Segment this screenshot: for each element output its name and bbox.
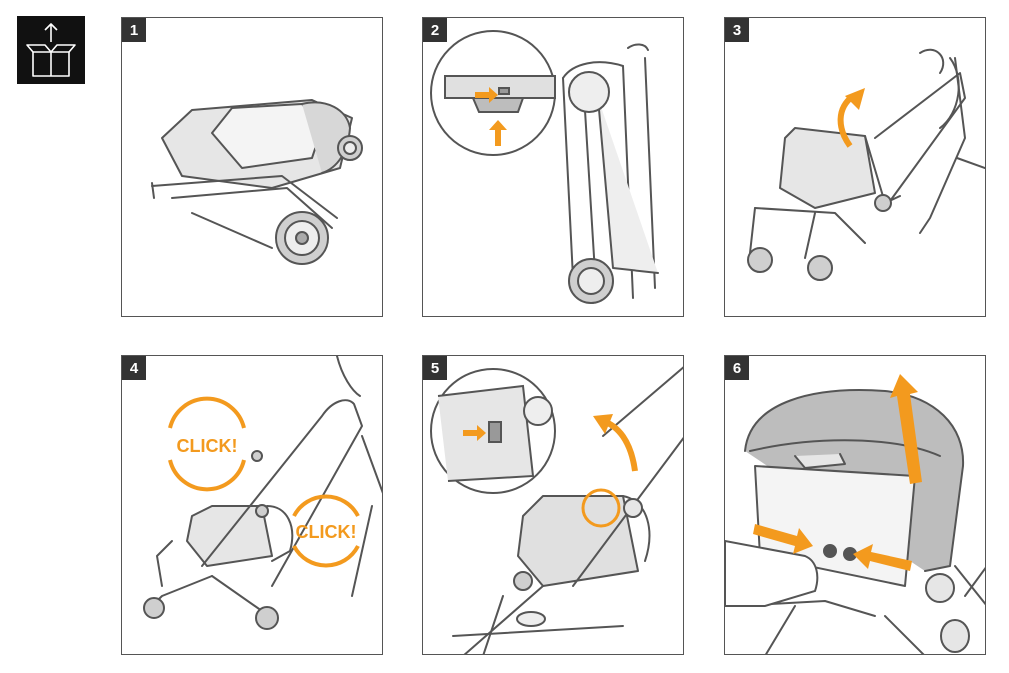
folded-stroller-illustration bbox=[151, 99, 363, 265]
step-panel-4: 4 CLICK! CLICK! bbox=[121, 355, 383, 655]
step-panel-5: 5 bbox=[422, 355, 684, 655]
step-number-badge: 1 bbox=[122, 18, 146, 42]
step-panel-6: 6 bbox=[724, 355, 986, 655]
unlock-button-illustration bbox=[430, 30, 659, 304]
lift-handle-illustration bbox=[747, 48, 985, 281]
unfold-box-icon bbox=[17, 16, 85, 84]
step-number-badge: 5 bbox=[423, 356, 447, 380]
step-number-badge: 2 bbox=[423, 18, 447, 42]
click-indicator-1: CLICK! bbox=[168, 396, 246, 492]
step-number-badge: 3 bbox=[725, 18, 749, 42]
step-panel-3: 3 bbox=[724, 17, 986, 317]
click-lock-illustration: CLICK! CLICK! bbox=[143, 356, 382, 630]
click-indicator-2: CLICK! bbox=[292, 494, 360, 568]
seat-lock-illustration bbox=[430, 366, 683, 654]
hand bbox=[725, 539, 819, 607]
step-number-badge: 6 bbox=[725, 356, 749, 380]
highlight-circle bbox=[581, 488, 621, 528]
orange-arrow-icons bbox=[475, 87, 507, 146]
click-label: CLICK! bbox=[296, 522, 357, 542]
click-label: CLICK! bbox=[177, 436, 238, 456]
orange-arrow-icons bbox=[753, 374, 922, 571]
orange-arrow-icon bbox=[463, 425, 486, 441]
step-panel-1: 1 bbox=[121, 17, 383, 317]
canopy-extend-illustration bbox=[725, 374, 985, 654]
rotate-arrow-icon bbox=[601, 418, 638, 472]
step-panel-2: 2 bbox=[422, 17, 684, 317]
step-number-badge: 4 bbox=[122, 356, 146, 380]
